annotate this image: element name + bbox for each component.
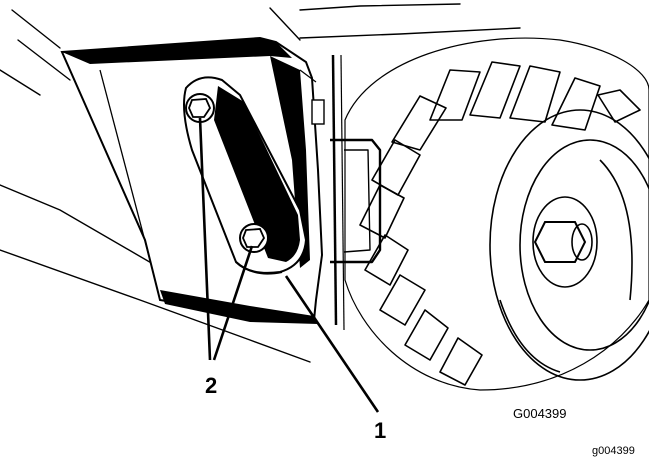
adjustment-plate [183, 76, 308, 275]
bolt-lower [239, 223, 269, 253]
frame-post [331, 54, 345, 331]
leader-line-2a [198, 117, 212, 361]
tire [330, 37, 649, 391]
leader-lines [198, 117, 380, 413]
leader-line-1 [284, 275, 380, 413]
wheel-hub [489, 109, 649, 381]
machine-body-outline [0, 3, 521, 363]
callout-label-2: 2 [205, 373, 217, 398]
leader-line-2b [212, 245, 254, 361]
callout-label-1: 1 [374, 418, 386, 443]
bolt-upper [185, 93, 215, 123]
footer-code: g004399 [592, 445, 635, 457]
figure-code: G004399 [513, 406, 567, 421]
